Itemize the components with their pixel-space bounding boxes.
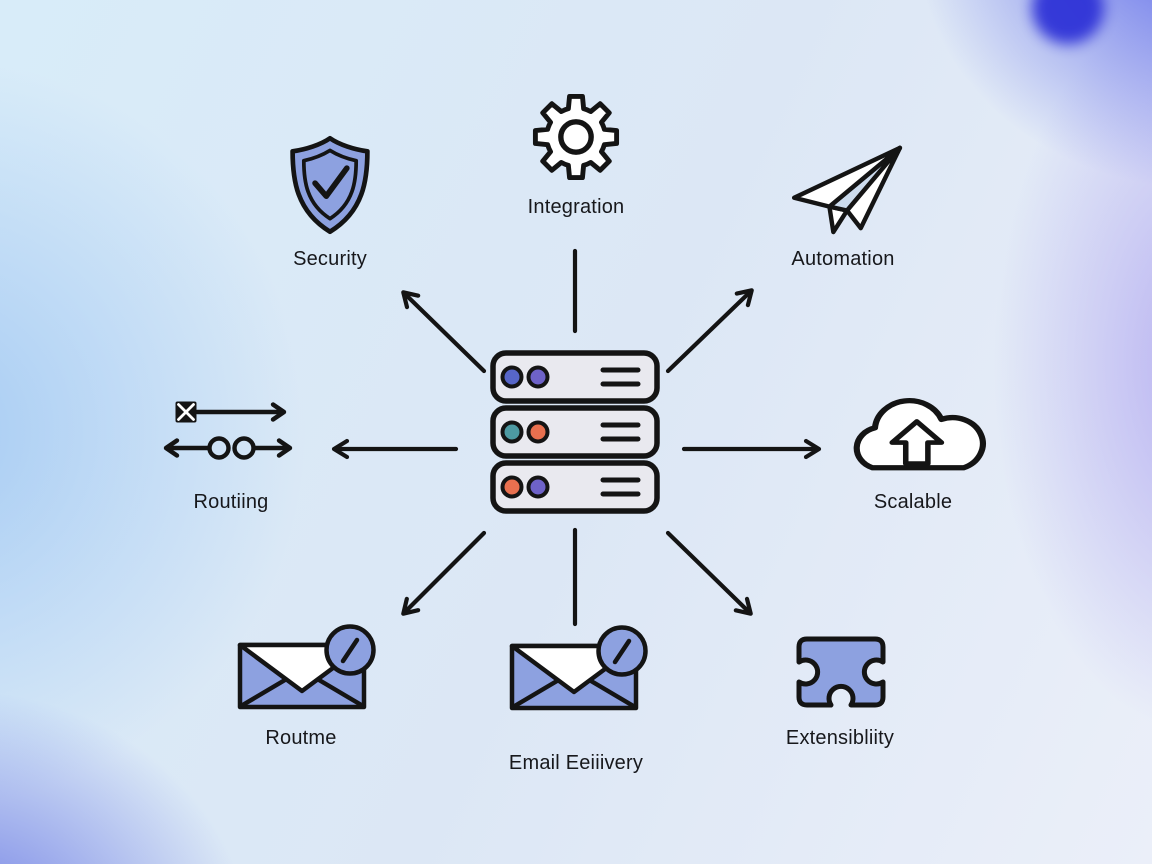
gear-icon (532, 93, 620, 181)
label-routing: Routiing (193, 491, 269, 513)
envelope-badge-icon (509, 625, 648, 711)
label-integration: Integration (527, 196, 625, 218)
label-routme: Routme (265, 727, 337, 749)
arrow-to-extensibility (665, 530, 753, 616)
label-email-delivery: Email Eeiiivery (508, 752, 644, 774)
arrow-to-security (401, 290, 487, 374)
label-scalable: Scalable (873, 491, 953, 513)
paper-plane-icon (791, 145, 903, 235)
envelope-badge-icon (237, 624, 376, 710)
puzzle-piece-icon (796, 636, 886, 708)
server-stack-icon (490, 350, 660, 514)
shield-check-icon (290, 135, 370, 235)
label-extensibility: Extensibliity (785, 727, 895, 749)
arrow-to-automation (665, 288, 754, 374)
label-automation: Automation (791, 248, 895, 270)
routing-arrows-icon (163, 401, 293, 460)
label-security: Security (293, 248, 367, 270)
arrow-to-routme (401, 530, 487, 616)
cloud-upload-icon (853, 398, 986, 471)
